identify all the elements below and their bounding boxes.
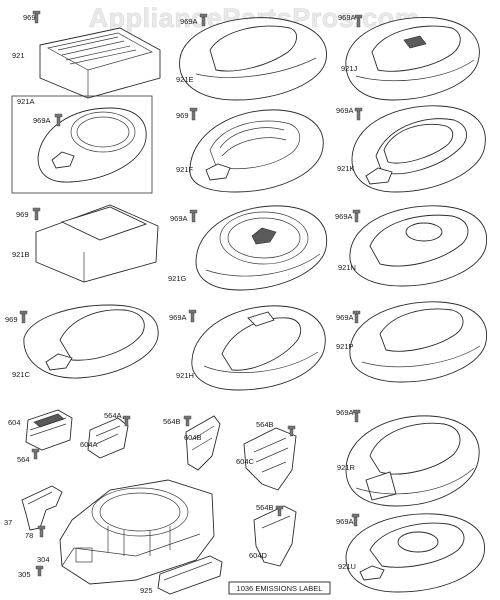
kit-921a-box	[11, 95, 153, 194]
label-969a: 969A	[180, 17, 198, 26]
bolt-969-c	[19, 310, 28, 324]
label-921k: 921K	[337, 164, 355, 173]
label-921u: 921U	[338, 562, 356, 571]
shroud-921p	[349, 301, 488, 383]
part-78	[37, 525, 46, 538]
label-604: 604	[8, 418, 21, 427]
label-604b: 604B	[184, 433, 202, 442]
bolt-969a-e	[199, 13, 208, 27]
label-969a: 969A	[33, 116, 51, 125]
label-969a: 969A	[336, 313, 354, 322]
label-564b: 564B	[256, 503, 274, 512]
label-969a: 969A	[336, 106, 354, 115]
label-921: 921	[12, 51, 25, 60]
shroud-921	[39, 27, 161, 99]
screw-564	[31, 448, 40, 460]
label-925: 925	[140, 586, 153, 595]
label-604c: 604C	[236, 457, 255, 466]
bolt-969a-j	[354, 14, 363, 28]
part-604	[25, 409, 73, 451]
label-564: 564	[17, 455, 30, 464]
label-921h: 921H	[176, 371, 194, 380]
bolt-969a-r	[352, 409, 361, 423]
shroud-921r	[345, 415, 480, 507]
shroud-921c	[23, 304, 159, 379]
screw-564b-d	[275, 505, 284, 517]
part-604d	[253, 505, 297, 567]
label-921p: 921P	[336, 342, 354, 351]
bolt-969-b	[32, 207, 41, 221]
label-37: 37	[4, 518, 12, 527]
shroud-921e	[179, 17, 327, 101]
label-921a: 921A	[17, 97, 35, 106]
part-604a	[87, 417, 129, 459]
shroud-921h	[191, 305, 326, 391]
label-969: 969	[176, 111, 189, 120]
label-921c: 921C	[12, 370, 31, 379]
label-604a: 604A	[80, 440, 98, 449]
label-969a: 969A	[169, 313, 187, 322]
label-921e: 921E	[176, 75, 194, 84]
label-564a: 564A	[104, 411, 122, 420]
label-564b: 564B	[256, 420, 274, 429]
label-604d: 604D	[249, 551, 268, 560]
emissions-label-box	[228, 581, 331, 595]
label-564b: 564B	[163, 417, 181, 426]
label-921r: 921R	[337, 463, 356, 472]
shroud-921k	[351, 105, 486, 193]
bolt-969a-box	[54, 113, 63, 127]
shroud-921n	[349, 205, 488, 287]
emissions-label-text: 1036 EMISSIONS LABEL	[237, 584, 323, 593]
bolt-969-f	[189, 107, 198, 121]
screw-564a	[122, 415, 131, 427]
label-969a: 969A	[336, 408, 354, 417]
bolt-969a-k	[354, 107, 363, 121]
label-969: 969	[16, 210, 29, 219]
shroud-921a	[37, 107, 147, 183]
bolt-969a-h	[188, 309, 197, 323]
shroud-921u	[345, 513, 485, 593]
label-969a: 969A	[170, 214, 188, 223]
shroud-921b	[35, 204, 159, 283]
label-969a: 969A	[338, 13, 356, 22]
bolt-969a-p	[352, 310, 361, 324]
label-921b: 921B	[12, 250, 30, 259]
part-604b	[185, 415, 221, 471]
label-921j: 921J	[341, 64, 358, 73]
shroud-921g	[195, 205, 328, 291]
label-78: 78	[25, 531, 33, 540]
label-921n: 921N	[338, 263, 356, 272]
bolt-969a-u	[351, 513, 360, 527]
bolt-969a-g	[189, 209, 198, 223]
blower-housing	[59, 479, 215, 585]
bolt-969	[32, 10, 41, 24]
bolt-969a-n	[352, 209, 361, 223]
shroud-921j	[345, 16, 480, 101]
part-925	[157, 555, 223, 595]
label-969: 969	[5, 315, 18, 324]
screw-564b	[183, 415, 192, 427]
baffle-37	[21, 485, 63, 531]
label-304: 304	[37, 555, 50, 564]
label-921g: 921G	[168, 274, 187, 283]
part-604c	[243, 427, 297, 491]
screw-564b-c	[287, 425, 296, 437]
label-969a: 969A	[335, 212, 353, 221]
label-305: 305	[18, 570, 31, 579]
label-921f: 921F	[176, 165, 194, 174]
label-969: 969	[23, 13, 36, 22]
screw-305	[35, 565, 44, 577]
shroud-921f	[189, 109, 324, 193]
label-969a: 969A	[336, 517, 354, 526]
